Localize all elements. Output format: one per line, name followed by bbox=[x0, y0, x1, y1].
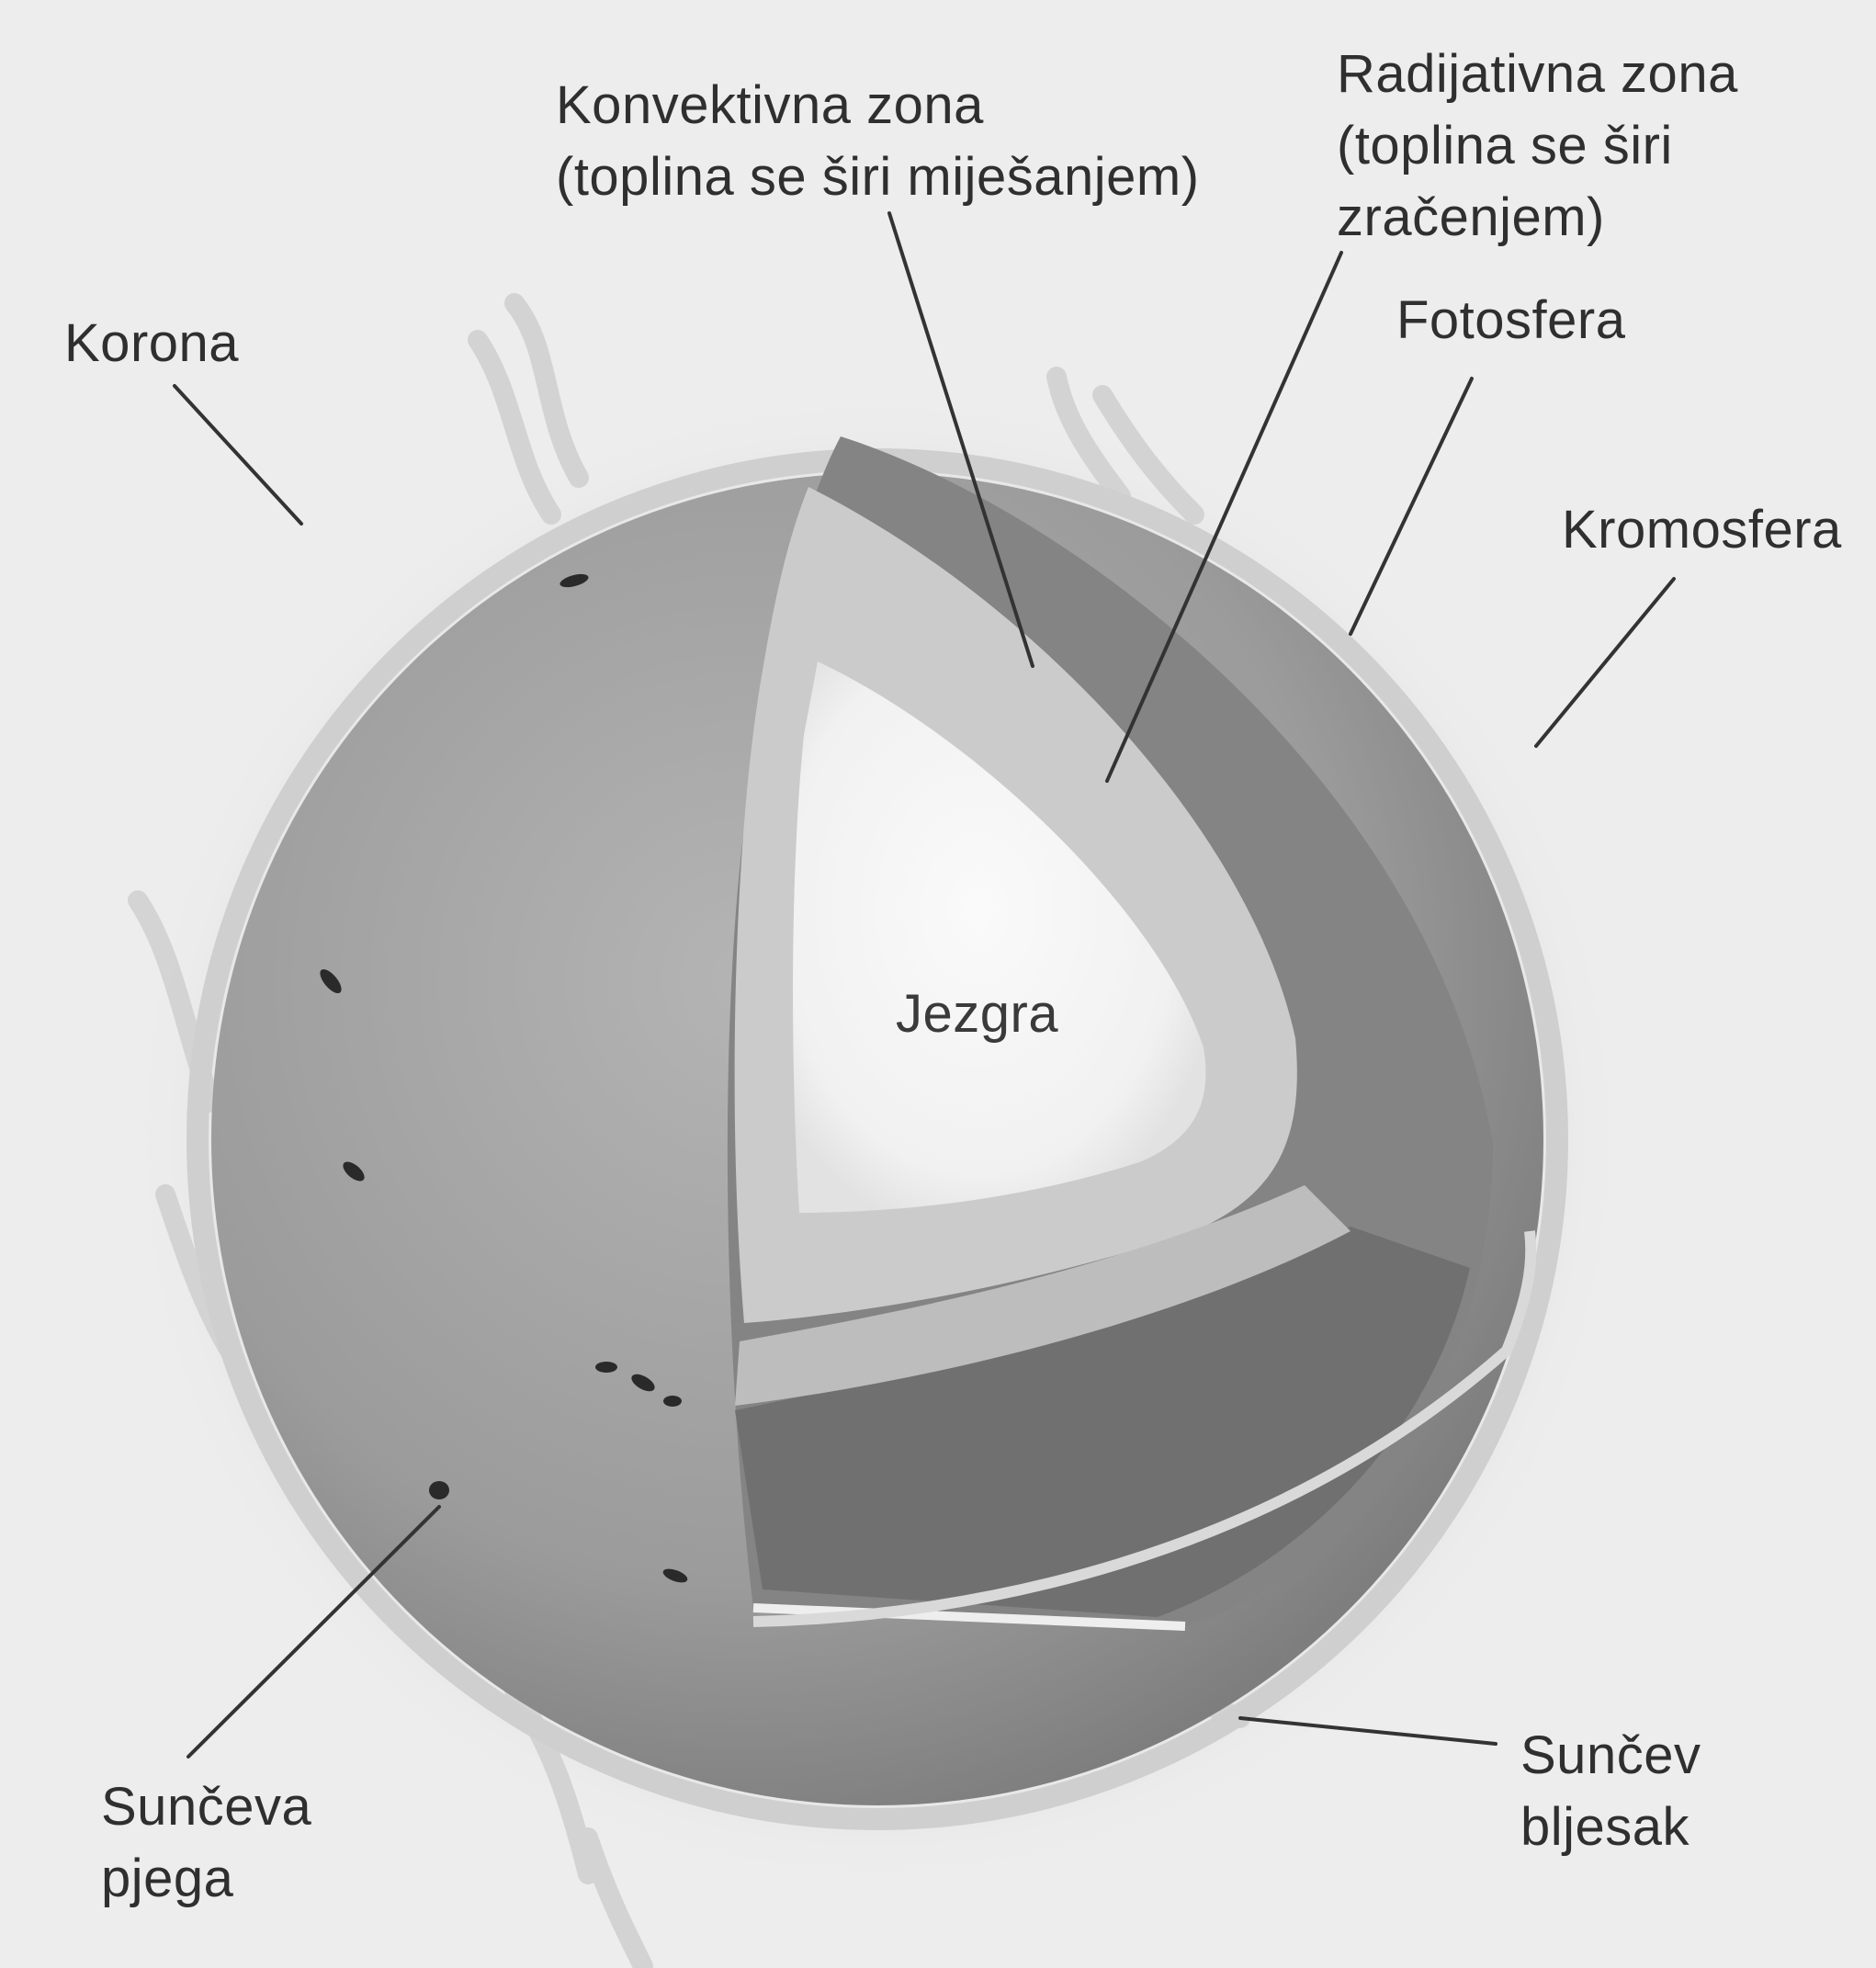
label-sunceva-pjega: Sunčeva pjega bbox=[101, 1771, 311, 1915]
label-pjega-line1: Sunčeva bbox=[101, 1771, 311, 1843]
label-konvektivna-line1: Konvektivna zona bbox=[556, 70, 1200, 141]
leader-line-fotosfera bbox=[1350, 379, 1472, 634]
leader-line-korona bbox=[175, 386, 301, 524]
label-kromosfera-text: Kromosfera bbox=[1562, 494, 1842, 566]
label-suncev-bljesak: Sunčev bljesak bbox=[1520, 1720, 1701, 1863]
label-pjega-line2: pjega bbox=[101, 1843, 311, 1915]
label-kromosfera: Kromosfera bbox=[1562, 494, 1842, 566]
label-konvektivna-zona: Konvektivna zona (toplina se širi miješa… bbox=[556, 70, 1200, 213]
label-bljesak-line2: bljesak bbox=[1520, 1792, 1701, 1863]
label-konvektivna-line2: (toplina se širi miješanjem) bbox=[556, 141, 1200, 213]
label-radijativna-line3: zračenjem) bbox=[1337, 182, 1738, 254]
leader-line-kromosfera bbox=[1536, 579, 1674, 746]
label-jezgra-text: Jezgra bbox=[896, 978, 1058, 1050]
label-bljesak-line1: Sunčev bbox=[1520, 1720, 1701, 1792]
label-korona: Korona bbox=[64, 308, 239, 379]
label-fotosfera-text: Fotosfera bbox=[1396, 285, 1626, 356]
label-jezgra: Jezgra bbox=[896, 978, 1058, 1050]
label-fotosfera: Fotosfera bbox=[1396, 285, 1626, 356]
label-radijativna-line2: (toplina se širi bbox=[1337, 110, 1738, 182]
label-radijativna-line1: Radijativna zona bbox=[1337, 39, 1738, 110]
label-radijativna-zona: Radijativna zona (toplina se širi zračen… bbox=[1337, 39, 1738, 254]
label-korona-text: Korona bbox=[64, 308, 239, 379]
